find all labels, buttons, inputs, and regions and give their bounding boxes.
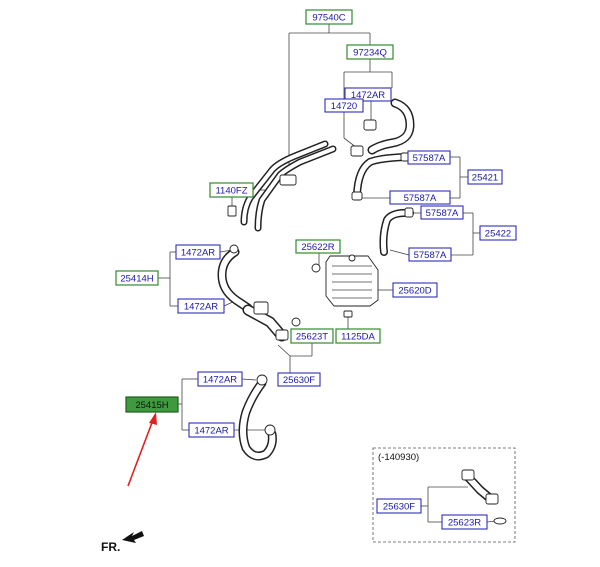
callout-1472ar-top[interactable]: 1472AR	[344, 87, 392, 102]
front-arrow-icon	[122, 531, 144, 543]
water-valve-25630f	[242, 301, 301, 342]
callout-25422[interactable]: 25422	[479, 225, 517, 241]
hose-25414h	[217, 244, 253, 313]
callout-1140fz-label: 1140FZ	[215, 186, 247, 197]
callout-1125da[interactable]: 1125DA	[335, 328, 381, 344]
hose-25415h	[238, 374, 277, 461]
callout-25630f[interactable]: 25630F	[277, 372, 321, 387]
callout-57587a-2[interactable]: 57587A	[389, 190, 451, 205]
callout-1140fz[interactable]: 1140FZ	[209, 182, 254, 198]
callout-1472ar-low2-label: 1472AR	[194, 426, 228, 437]
inset-callout-25630f-label: 25630F	[383, 502, 415, 513]
callout-57587a-4[interactable]: 57587A	[408, 247, 452, 262]
callout-25414h[interactable]: 25414H	[115, 270, 159, 286]
callout-97540c-label: 97540C	[312, 13, 345, 24]
callout-1472ar-left1[interactable]: 1472AR	[175, 244, 221, 260]
front-direction-indicator: FR.	[101, 531, 144, 554]
metal-pipe-assembly	[227, 140, 337, 232]
hose-25422	[379, 207, 414, 256]
inset-callout-25630f[interactable]: 25630F	[376, 498, 422, 514]
callout-25620d[interactable]: 25620D	[392, 282, 438, 298]
callout-97234q-label: 97234Q	[353, 48, 387, 59]
callout-57587a-4-label: 57587A	[414, 250, 447, 261]
callout-14720[interactable]: 14720	[324, 98, 364, 113]
front-label: FR.	[101, 540, 120, 554]
callout-25421[interactable]: 25421	[467, 169, 503, 185]
inset-panel: (-140930)	[372, 447, 516, 543]
callout-25622r[interactable]: 25622R	[295, 239, 341, 254]
callout-1472ar-left1-label: 1472AR	[181, 248, 215, 259]
callout-25422-label: 25422	[485, 229, 511, 240]
oil-cooler-25620d	[311, 254, 379, 318]
callout-25623t[interactable]: 25623T	[290, 328, 334, 344]
inset-callout-25623r[interactable]: 25623R	[441, 514, 488, 530]
upper-hose-assembly	[350, 98, 415, 201]
inset-callout-25623r-label: 25623R	[448, 518, 481, 529]
callout-57587a-1[interactable]: 57587A	[407, 150, 451, 165]
callout-1472ar-left2-label: 1472AR	[184, 302, 218, 313]
callout-25622r-label: 25622R	[301, 242, 334, 253]
callout-25414h-label: 25414H	[120, 274, 153, 285]
callout-25415h-label: 25415H	[135, 400, 168, 411]
callout-57587a-1-label: 57587A	[413, 153, 446, 164]
callout-25623t-label: 25623T	[296, 332, 328, 343]
callout-1472ar-low2[interactable]: 1472AR	[188, 422, 235, 438]
callout-25630f-label: 25630F	[283, 375, 315, 386]
callout-1472ar-left2[interactable]: 1472AR	[177, 298, 225, 314]
callout-57587a-2-label: 57587A	[404, 193, 437, 204]
red-pointer-arrow	[127, 412, 157, 487]
callout-14720-label: 14720	[331, 101, 357, 112]
callout-57587a-3-label: 57587A	[426, 208, 459, 219]
callout-97540c[interactable]: 97540C	[305, 9, 353, 25]
callout-1125da-label: 1125DA	[341, 332, 375, 343]
callout-25421-label: 25421	[472, 173, 498, 184]
callout-1472ar-low1[interactable]: 1472AR	[197, 371, 243, 387]
callout-1472ar-low1-label: 1472AR	[203, 375, 237, 386]
callout-1472ar-top-label: 1472AR	[351, 90, 385, 101]
callout-25620d-label: 25620D	[398, 286, 431, 297]
callout-97234q[interactable]: 97234Q	[346, 44, 394, 60]
callout-57587a-3[interactable]: 57587A	[420, 205, 464, 220]
inset-note: (-140930)	[378, 452, 419, 463]
callout-25415h[interactable]: 25415H	[125, 396, 179, 413]
